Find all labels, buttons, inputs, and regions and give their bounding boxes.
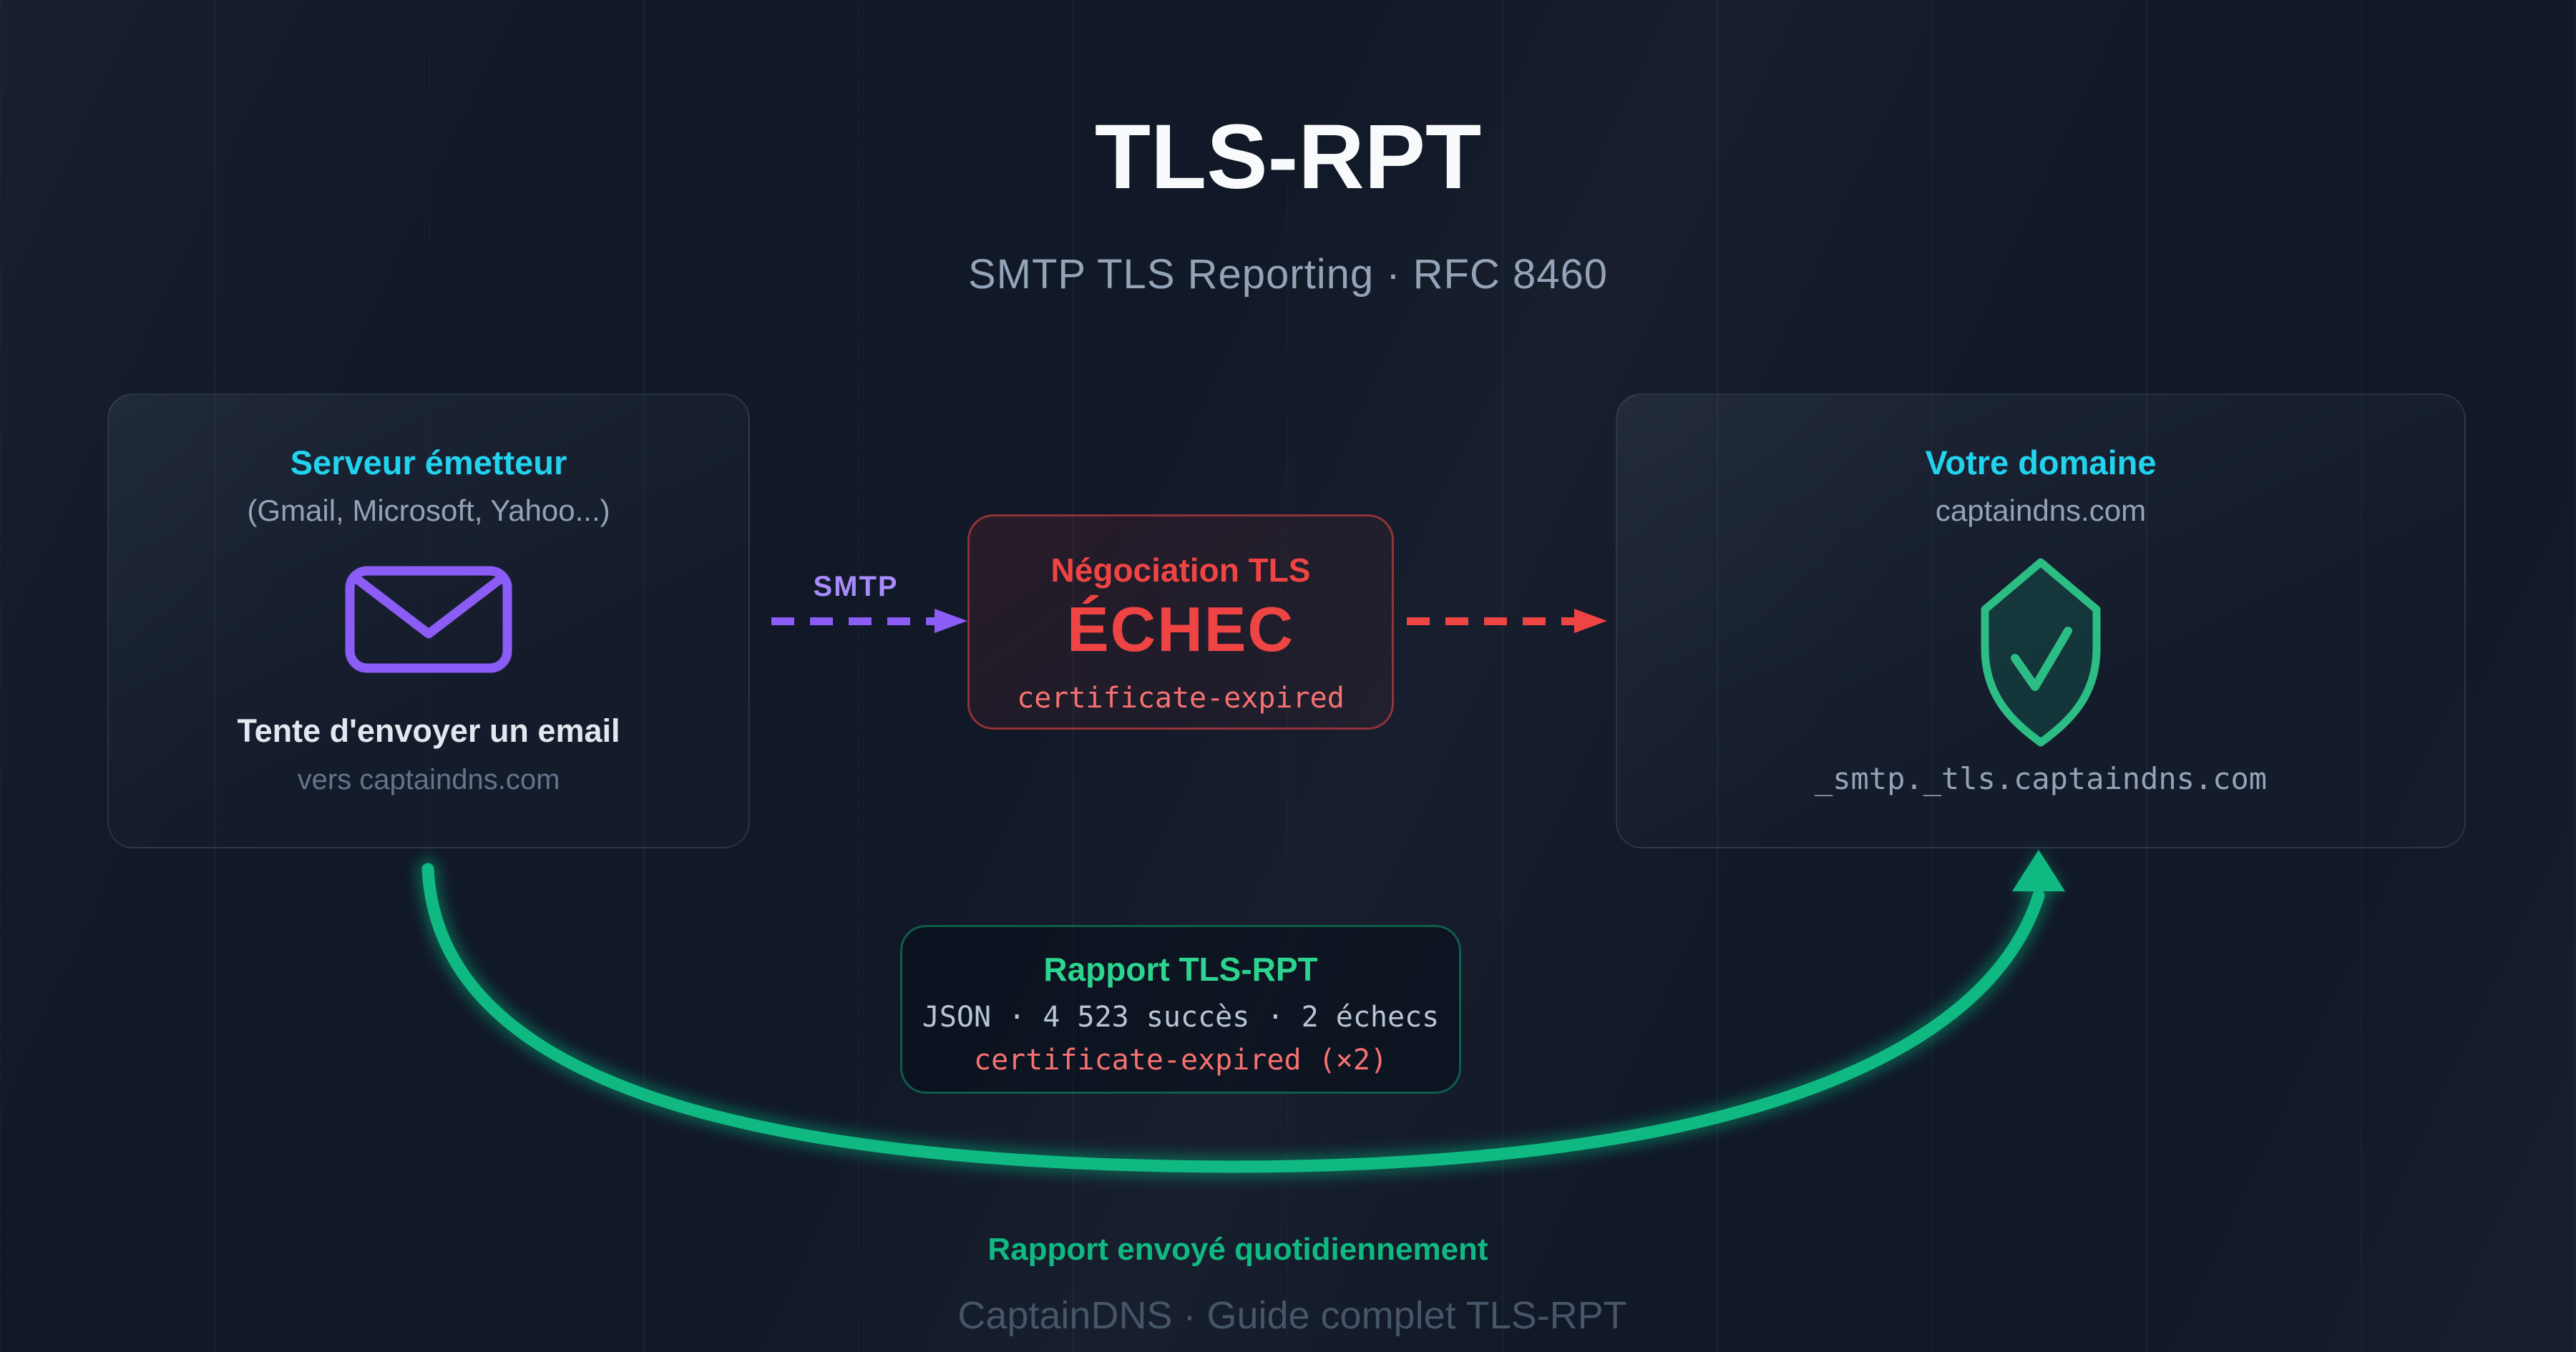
domain-card-title: Votre domaine — [1925, 444, 2157, 481]
tls-failure-status: ÉCHEC — [1066, 594, 1295, 665]
sender-card-target: vers captaindns.com — [297, 764, 560, 796]
sender-card-subtitle: (Gmail, Microsoft, Yahoo...) — [247, 494, 610, 528]
report-frequency-caption: Rapport envoyé quotidiennement — [987, 1232, 1488, 1267]
tls-failure-reason: certificate-expired — [1017, 682, 1345, 715]
report-box: Rapport TLS-RPT JSON · 4 523 succès · 2 … — [900, 925, 1461, 1094]
failure-arrowhead-icon — [1574, 609, 1607, 633]
report-summary: JSON · 4 523 succès · 2 échecs — [922, 1001, 1440, 1034]
sender-card-title: Serveur émetteur — [290, 444, 567, 481]
domain-card: Votre domaine captaindns.com _smtp._tls.… — [1616, 393, 2466, 848]
tls-failure-box: Négociation TLS ÉCHEC certificate-expire… — [967, 514, 1394, 730]
page-title: TLS-RPT — [1094, 106, 1482, 208]
footer-text: CaptainDNS · Guide complet TLS-RPT — [957, 1294, 1627, 1337]
envelope-icon — [345, 566, 512, 673]
domain-card-domain: captaindns.com — [1935, 494, 2147, 528]
smtp-arrow-line — [771, 617, 936, 625]
tls-failure-title: Négociation TLS — [1050, 552, 1311, 589]
smtp-label: SMTP — [813, 571, 899, 602]
shield-check-icon — [1981, 558, 2101, 747]
page-subtitle: SMTP TLS Reporting · RFC 8460 — [968, 251, 1608, 298]
sender-card-action: Tente d'envoyer un email — [237, 712, 620, 750]
sender-card: Serveur émetteur (Gmail, Microsoft, Yaho… — [107, 393, 750, 848]
report-title: Rapport TLS-RPT — [1043, 951, 1318, 988]
domain-card-dns-record: _smtp._tls.captaindns.com — [1814, 761, 2268, 797]
smtp-arrowhead-icon — [935, 609, 967, 633]
failure-arrow-line — [1407, 617, 1576, 625]
report-failure-detail: certificate-expired (×2) — [974, 1044, 1387, 1077]
